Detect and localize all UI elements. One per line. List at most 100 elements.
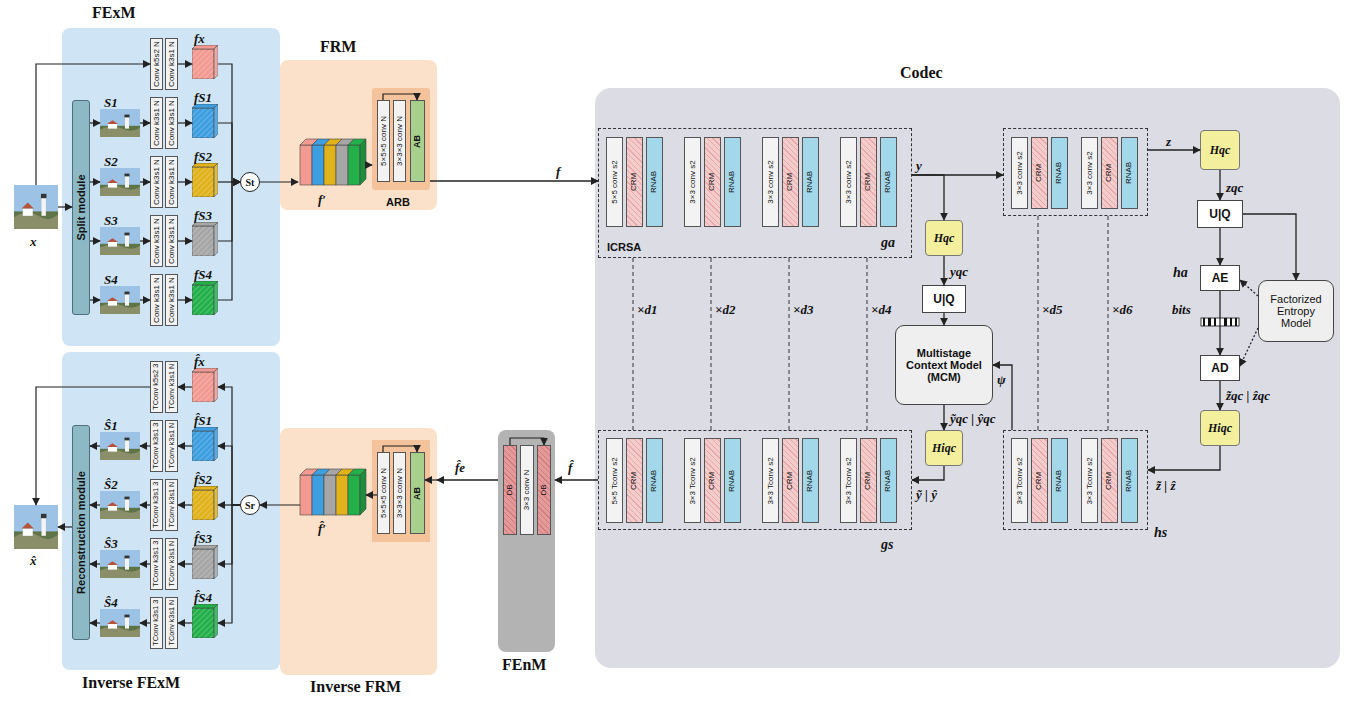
signal-label: ×d2 <box>715 302 735 318</box>
crm-block: CRM <box>782 137 799 227</box>
flow-arrow <box>383 446 417 452</box>
connector-arrow <box>943 256 944 285</box>
conv-block: 3×3 conv N <box>520 445 534 535</box>
rnab-block: RNAB <box>880 438 897 523</box>
connector-arrow <box>1148 446 1220 470</box>
node-text: RNAB <box>1126 469 1134 491</box>
signal-label: ×d3 <box>793 302 813 318</box>
signal-label: f̂S3 <box>194 531 212 547</box>
conv-block: 3×3×3 conv N <box>393 452 406 534</box>
node-text: Conv k3s1 N <box>168 41 176 87</box>
image-thumbnail <box>100 286 140 314</box>
signal-label: f′ <box>318 192 326 208</box>
module-panel: Inverse FRM5×5×5 conv N3×3×3 conv NAB <box>280 428 437 675</box>
feature-stack <box>336 139 354 145</box>
node-text: RNAB <box>885 469 893 491</box>
connector-arrow <box>1219 381 1220 410</box>
node-text: 3×3 conv N <box>523 470 531 511</box>
node-text: Sr <box>245 500 255 511</box>
flow-arrow <box>366 494 377 495</box>
flow-arrow <box>218 181 240 182</box>
node-text: CRM <box>1036 471 1044 489</box>
signal-label: f̂x <box>194 354 205 370</box>
quantizer-box: Hqc <box>925 220 963 256</box>
node-text: TConv k3s1 3 <box>153 600 161 646</box>
tconv-block: TConv k3s1 N <box>165 361 178 413</box>
crm-block: CRM <box>860 137 877 227</box>
flow-arrow <box>140 445 150 446</box>
tconv-block: TConv k3s1 N <box>165 597 178 649</box>
flow-arrow <box>90 622 100 623</box>
feature-stack <box>348 139 366 145</box>
signal-label: f̂S2 <box>194 472 212 488</box>
signal-label: x̂ <box>30 553 37 569</box>
signal-label: Ŝ1 <box>104 418 118 434</box>
node-text: FExM <box>92 4 136 22</box>
flow-arrow <box>36 64 150 185</box>
node-text: TConv k3s1 N <box>168 541 175 587</box>
node-text: 3×3 conv s2 <box>767 160 775 203</box>
flow-arrow <box>90 299 100 300</box>
flow-arrow <box>383 94 417 100</box>
node-text: Reconstruction module <box>76 471 87 594</box>
feature-stack <box>324 469 342 475</box>
flow-arrow <box>178 504 192 505</box>
skip-line <box>867 258 868 430</box>
feature-stack <box>312 145 324 185</box>
signal-label: x <box>30 234 37 250</box>
crm-block: CRM <box>1031 137 1048 209</box>
crm-block: CRM <box>704 137 721 227</box>
conv-block: 5×5 conv s2 <box>606 137 623 227</box>
connector-arrow <box>437 479 498 480</box>
rnab-block: RNAB <box>1051 137 1068 209</box>
feature-map <box>192 368 218 402</box>
attention-block: AB <box>410 452 425 534</box>
quantizer-box: Hqc <box>1200 130 1240 170</box>
node-text: U|Q <box>933 292 954 306</box>
coder-box: AE <box>1200 265 1240 291</box>
transform-group: ha3×3 conv s2CRMRNAB3×3 conv s2CRMRNAB <box>1003 128 1148 216</box>
flow-arrow <box>178 122 192 123</box>
feature-stack <box>300 139 366 515</box>
dense-block: DB <box>537 445 551 535</box>
node-text: TConv k5s2 3 <box>153 364 161 410</box>
tconv-block: TConv k3s1 3 <box>150 538 163 590</box>
image-thumbnail <box>14 185 58 229</box>
conv-block: Conv k3s1 N <box>150 215 163 267</box>
feature-stack <box>312 475 324 515</box>
image-thumbnail <box>100 168 140 196</box>
connector-arrow <box>1240 280 1258 296</box>
connector-arrow <box>912 466 944 480</box>
image-thumbnail <box>14 109 140 637</box>
signal-label: S4 <box>104 272 118 288</box>
block-group: ARB5×5×5 conv N3×3×3 conv NAB <box>372 88 430 190</box>
signal-label: S2 <box>104 154 118 170</box>
dense-block: DB <box>503 445 517 535</box>
module-panel: CodecICRSAga5×5 conv s2CRMRNAB3×3 conv s… <box>595 88 1340 668</box>
node-text: Conv k3s1 N <box>168 100 176 146</box>
node-text: TConv k3s1 N <box>168 423 175 469</box>
feature-stack <box>360 469 366 515</box>
feature-stack <box>300 139 318 145</box>
connector-arrow <box>943 405 944 430</box>
node-text: 5×5×5 conv N <box>380 468 388 518</box>
rnab-block: RNAB <box>1121 438 1138 523</box>
conv-block: 3×3 conv s2 <box>762 137 779 227</box>
crm-block: CRM <box>1101 438 1118 523</box>
connector-arrow <box>1219 291 1220 355</box>
conv-block: Conv k3s1 N <box>150 274 163 326</box>
conv-block: 3×3 Tconv s2 <box>840 438 857 523</box>
signal-label: S3 <box>104 213 118 229</box>
signal-label: f̂′ <box>318 521 326 537</box>
feature-map <box>192 222 218 256</box>
node-text: 3×3 conv s2 <box>845 160 853 203</box>
feature-stack <box>324 145 336 185</box>
node-text: AD <box>1211 361 1228 375</box>
node-text: 3×3 Tconv s2 <box>1086 457 1094 504</box>
edge-label: zqc <box>1226 180 1243 196</box>
signal-label: ×d1 <box>637 302 657 318</box>
node-text: hs <box>1154 525 1167 541</box>
connector-arrow <box>430 180 598 181</box>
node-text: 5×5×5 conv N <box>380 116 388 166</box>
image-thumbnail <box>100 550 140 578</box>
